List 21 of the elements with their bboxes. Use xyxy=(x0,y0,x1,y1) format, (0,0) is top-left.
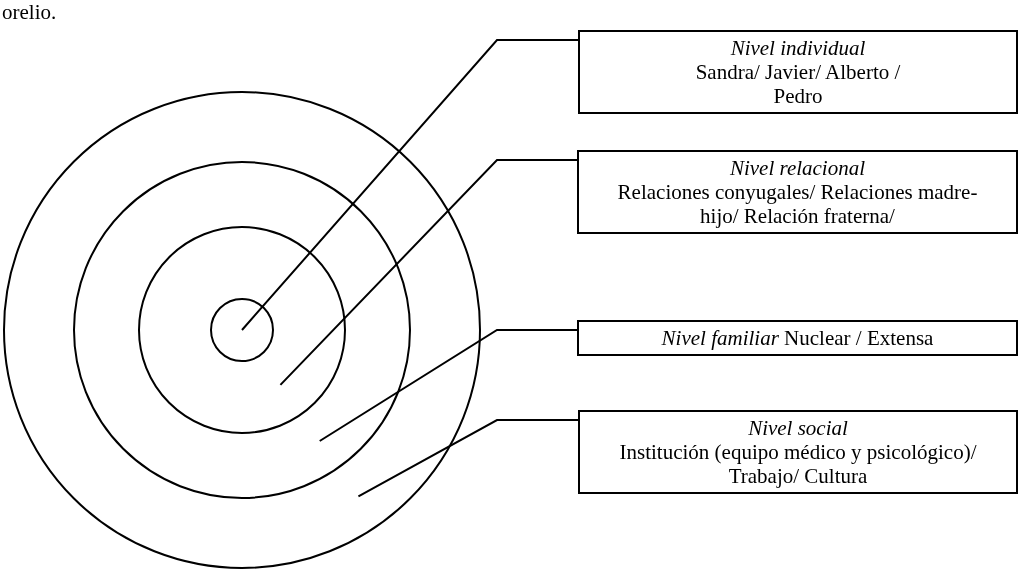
level-heading: Nivel social xyxy=(747,416,849,440)
level-box xyxy=(577,320,1018,356)
level-description: Nuclear / Extensa xyxy=(784,326,934,350)
level-description: Relaciones conyugales/ Relaciones madre-hijo/ Relación fraterna/ xyxy=(616,180,979,228)
level-box xyxy=(577,150,1018,234)
level-description: Sandra/ Javier/ Alberto / Pedro xyxy=(694,60,902,108)
leader-line xyxy=(357,419,579,498)
level-heading: Nivel individual xyxy=(729,36,867,60)
leader-line xyxy=(318,329,578,442)
level-heading: Nivel familiar xyxy=(661,326,779,350)
ring-circle xyxy=(210,298,274,362)
ring-circle xyxy=(73,161,411,499)
level-box xyxy=(578,410,1018,494)
leader-line xyxy=(279,159,578,386)
level-description: Institución (equipo médico y psicológico)/ Trabajo/ Cultura xyxy=(618,440,978,488)
level-box xyxy=(578,30,1018,114)
cut-off-text: orelio. xyxy=(2,0,57,25)
leader-line xyxy=(241,39,579,331)
level-heading: Nivel relacional xyxy=(728,156,867,180)
ring-circle xyxy=(138,226,346,434)
ring-circle xyxy=(3,91,481,569)
